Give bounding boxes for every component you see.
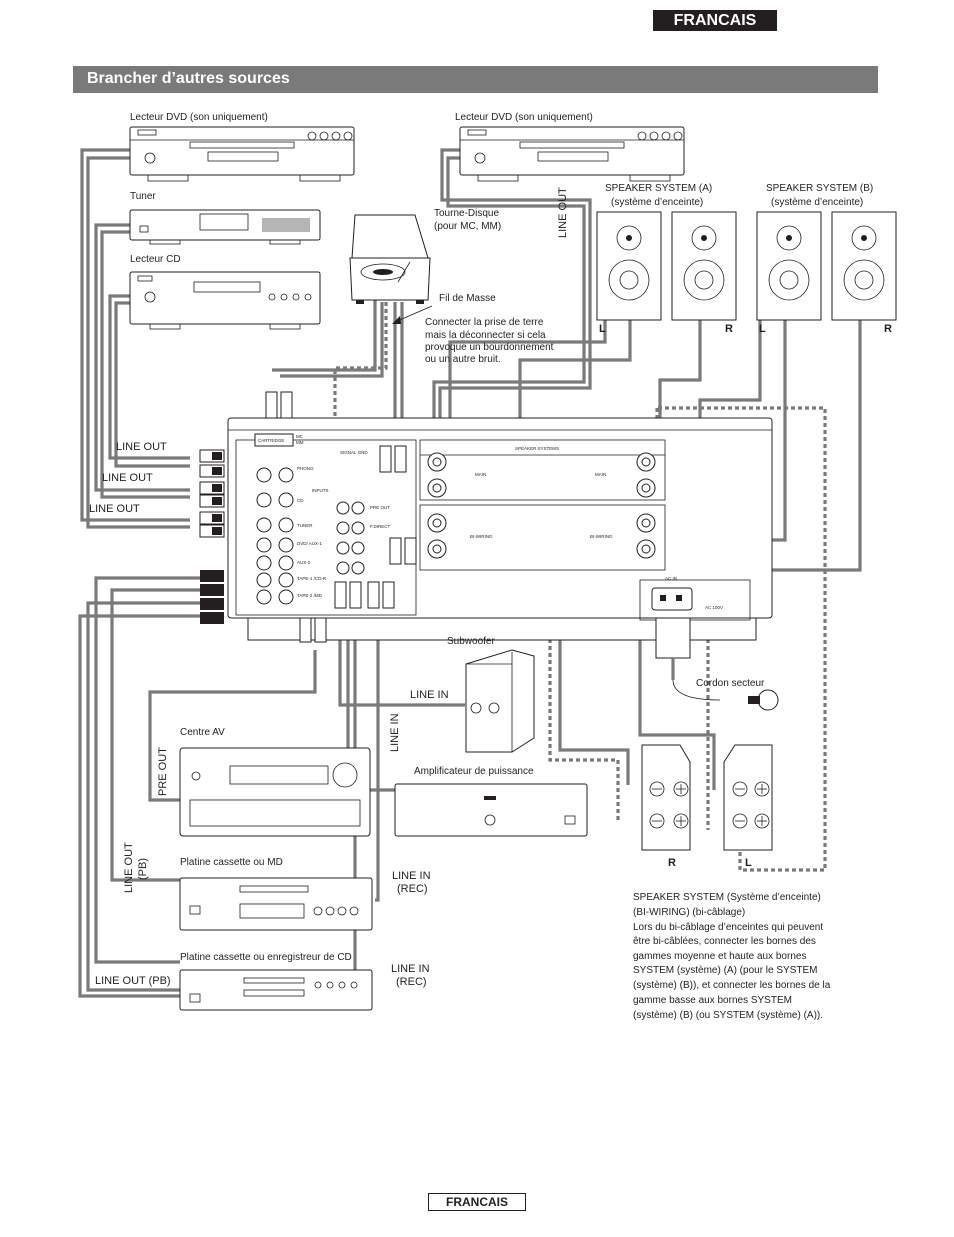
turntable [349, 214, 431, 304]
dvd-right-label: Lecteur DVD (son uniquement) [455, 112, 593, 123]
tape2-label: TAPE-2 /MD [297, 593, 323, 598]
speaker-b-label-2: (système d’enceinte) [771, 197, 863, 208]
biwiring-note-line-3: être bi-câblées, connecter les bornes de… [633, 936, 816, 947]
cd-recorder-deck [179, 969, 373, 1011]
amp-panel-labels: CARTRIDGE MC MM SIGNAL GND PHONO CD INPU… [258, 434, 723, 610]
line-in-vertical: LINE IN [389, 713, 401, 752]
subwoofer [465, 649, 535, 753]
voltage-label: AC 100V [705, 605, 723, 610]
speaker-box-right [641, 744, 691, 851]
line-in-subwoofer-label: LINE IN [410, 689, 449, 701]
biwiring-note-line-1: (BI-WIRING) (bi-câblage) [633, 907, 745, 918]
biwiring-note-line-2: Lors du bi-câblage d’enceintes qui peuve… [633, 922, 823, 933]
language-tab: FRANCAIS [653, 10, 777, 31]
tuner-unit [129, 209, 321, 245]
speaker-system-a [596, 211, 737, 321]
line-out-label-tuner: LINE OUT [102, 472, 153, 484]
turntable-label-2: (pour MC, MM) [434, 221, 501, 232]
speaker-box-left-mark: L [745, 857, 752, 869]
device-labels: Lecteur DVD (son uniquement) Lecteur DVD… [130, 112, 873, 963]
line-in-rec-1-b: (REC) [397, 883, 428, 895]
cassette-md-deck [179, 877, 373, 931]
biwiring-note: SPEAKER SYSTEM (Système d’enceinte) (BI-… [633, 892, 831, 1021]
dvd-aux1-label: DVD/ AUX-1 [297, 541, 323, 546]
line-out-pb-label: LINE OUT (PB) [95, 975, 171, 987]
cd-label: Lecteur CD [130, 254, 181, 265]
biwiring-left-label: BI-WIRING [470, 534, 493, 539]
pre-out-vertical: PRE OUT [157, 747, 169, 796]
speaker-b-label-1: SPEAKER SYSTEM (B) [766, 183, 873, 194]
speaker-a-label-1: SPEAKER SYSTEM (A) [605, 183, 712, 194]
aux2-label: AUX-2 [297, 560, 311, 565]
ac-in-label: AC IN [665, 576, 677, 581]
line-out-pb-vertical-1: LINE OUT [123, 842, 135, 893]
pre-out-jack-label: PRE OUT [370, 505, 390, 510]
tuner-label: Tuner [130, 191, 156, 202]
cd-input-label: CD [297, 498, 304, 503]
av-center-label: Centre AV [180, 727, 225, 738]
power-amp-label: Amplificateur de puissance [414, 766, 534, 777]
section-header: Brancher d’autres sources [73, 66, 878, 93]
ground-note-4: ou un autre bruit. [425, 354, 501, 365]
phono-label: PHONO [297, 466, 314, 471]
signal-cables [78, 148, 862, 998]
power-plug [655, 617, 779, 711]
biwiring-right-label: BI-WIRING [590, 534, 613, 539]
ground-note-3: provoque un bourdonnement [425, 342, 554, 353]
section-title: Brancher d’autres sources [87, 70, 290, 87]
biwiring-note-line-4: gammes moyenne et haute aux bornes [633, 951, 806, 962]
biwiring-note-line-8: (système) (B) (ou SYSTEM (système) (A)). [633, 1010, 823, 1021]
main-a-left-label: MAIN [475, 472, 486, 477]
turntable-label-1: Tourne-Disque [434, 208, 499, 219]
speaker-a-right-mark: R [725, 323, 733, 335]
speaker-a-label-2: (système d’enceinte) [611, 197, 703, 208]
line-out-dvd-right-vertical: LINE OUT [557, 187, 569, 238]
cassette-cd-label: Platine cassette ou enregistreur de CD [180, 952, 352, 963]
amplifier-rear-panel [227, 417, 773, 641]
line-out-label-dvd: LINE OUT [89, 503, 140, 515]
ground-note-2: mais la déconnecter si cela [425, 330, 546, 341]
power-amplifier [394, 783, 588, 837]
line-out-label-cd: LINE OUT [116, 441, 167, 453]
tuner-input-label: TUNER [297, 523, 313, 528]
footer-language: FRANCAIS [428, 1193, 526, 1211]
speaker-box-right-mark: R [668, 857, 676, 869]
connection-labels: LINE OUT LINE OUT LINE OUT LINE IN LINE … [89, 187, 892, 988]
speaker-b-left-mark: L [759, 323, 766, 335]
cd-player [129, 271, 321, 330]
power-cord-label: Cordon secteur [696, 678, 765, 689]
dvd-left-label: Lecteur DVD (son uniquement) [130, 112, 268, 123]
mc-label: MC [296, 434, 304, 439]
tape1-label: TAPE-1 /CD-R [297, 576, 327, 581]
biwiring-note-line-6: (système) (B)), et connecter les bornes … [633, 980, 831, 991]
ground-note-1: Connecter la prise de terre [425, 317, 544, 328]
biwiring-note-title: SPEAKER SYSTEM (Système d’enceinte) [633, 892, 821, 903]
speaker-b-right-mark: R [884, 323, 892, 335]
line-in-rec-2-a: LINE IN [391, 963, 430, 975]
biwiring-note-line-7: gamme basse aux bornes SYSTEM [633, 995, 792, 1006]
line-in-rec-2-b: (REC) [396, 976, 427, 988]
ground-wire-label: Fil de Masse [439, 293, 496, 304]
speaker-system-b [756, 211, 897, 321]
mm-label: MM [296, 440, 304, 445]
speaker-systems-label: SPEAKER SYSTEMS [515, 446, 559, 451]
inputs-label: INPUTS [312, 488, 329, 493]
dvd-player-left [129, 126, 355, 182]
f-direct-label: F.DIRECT [370, 524, 391, 529]
signal-gnd-label: SIGNAL GND [340, 450, 368, 455]
ground-pointer [394, 305, 433, 323]
line-in-rec-1-a: LINE IN [392, 870, 431, 882]
speaker-a-left-mark: L [599, 323, 606, 335]
av-center [179, 747, 371, 837]
biwiring-note-line-5: SYSTEM (système) (A) (pour le SYSTEM [633, 965, 817, 976]
main-a-right-label: MAIN [595, 472, 606, 477]
speaker-box-left [723, 744, 773, 851]
line-out-pb-vertical-2: (PB) [137, 858, 149, 880]
cartridge-label: CARTRIDGE [258, 438, 284, 443]
subwoofer-label: Subwoofer [447, 636, 495, 647]
cassette-md-label: Platine cassette ou MD [180, 857, 283, 868]
dvd-player-right [459, 126, 685, 182]
rca-plugs [199, 391, 417, 643]
